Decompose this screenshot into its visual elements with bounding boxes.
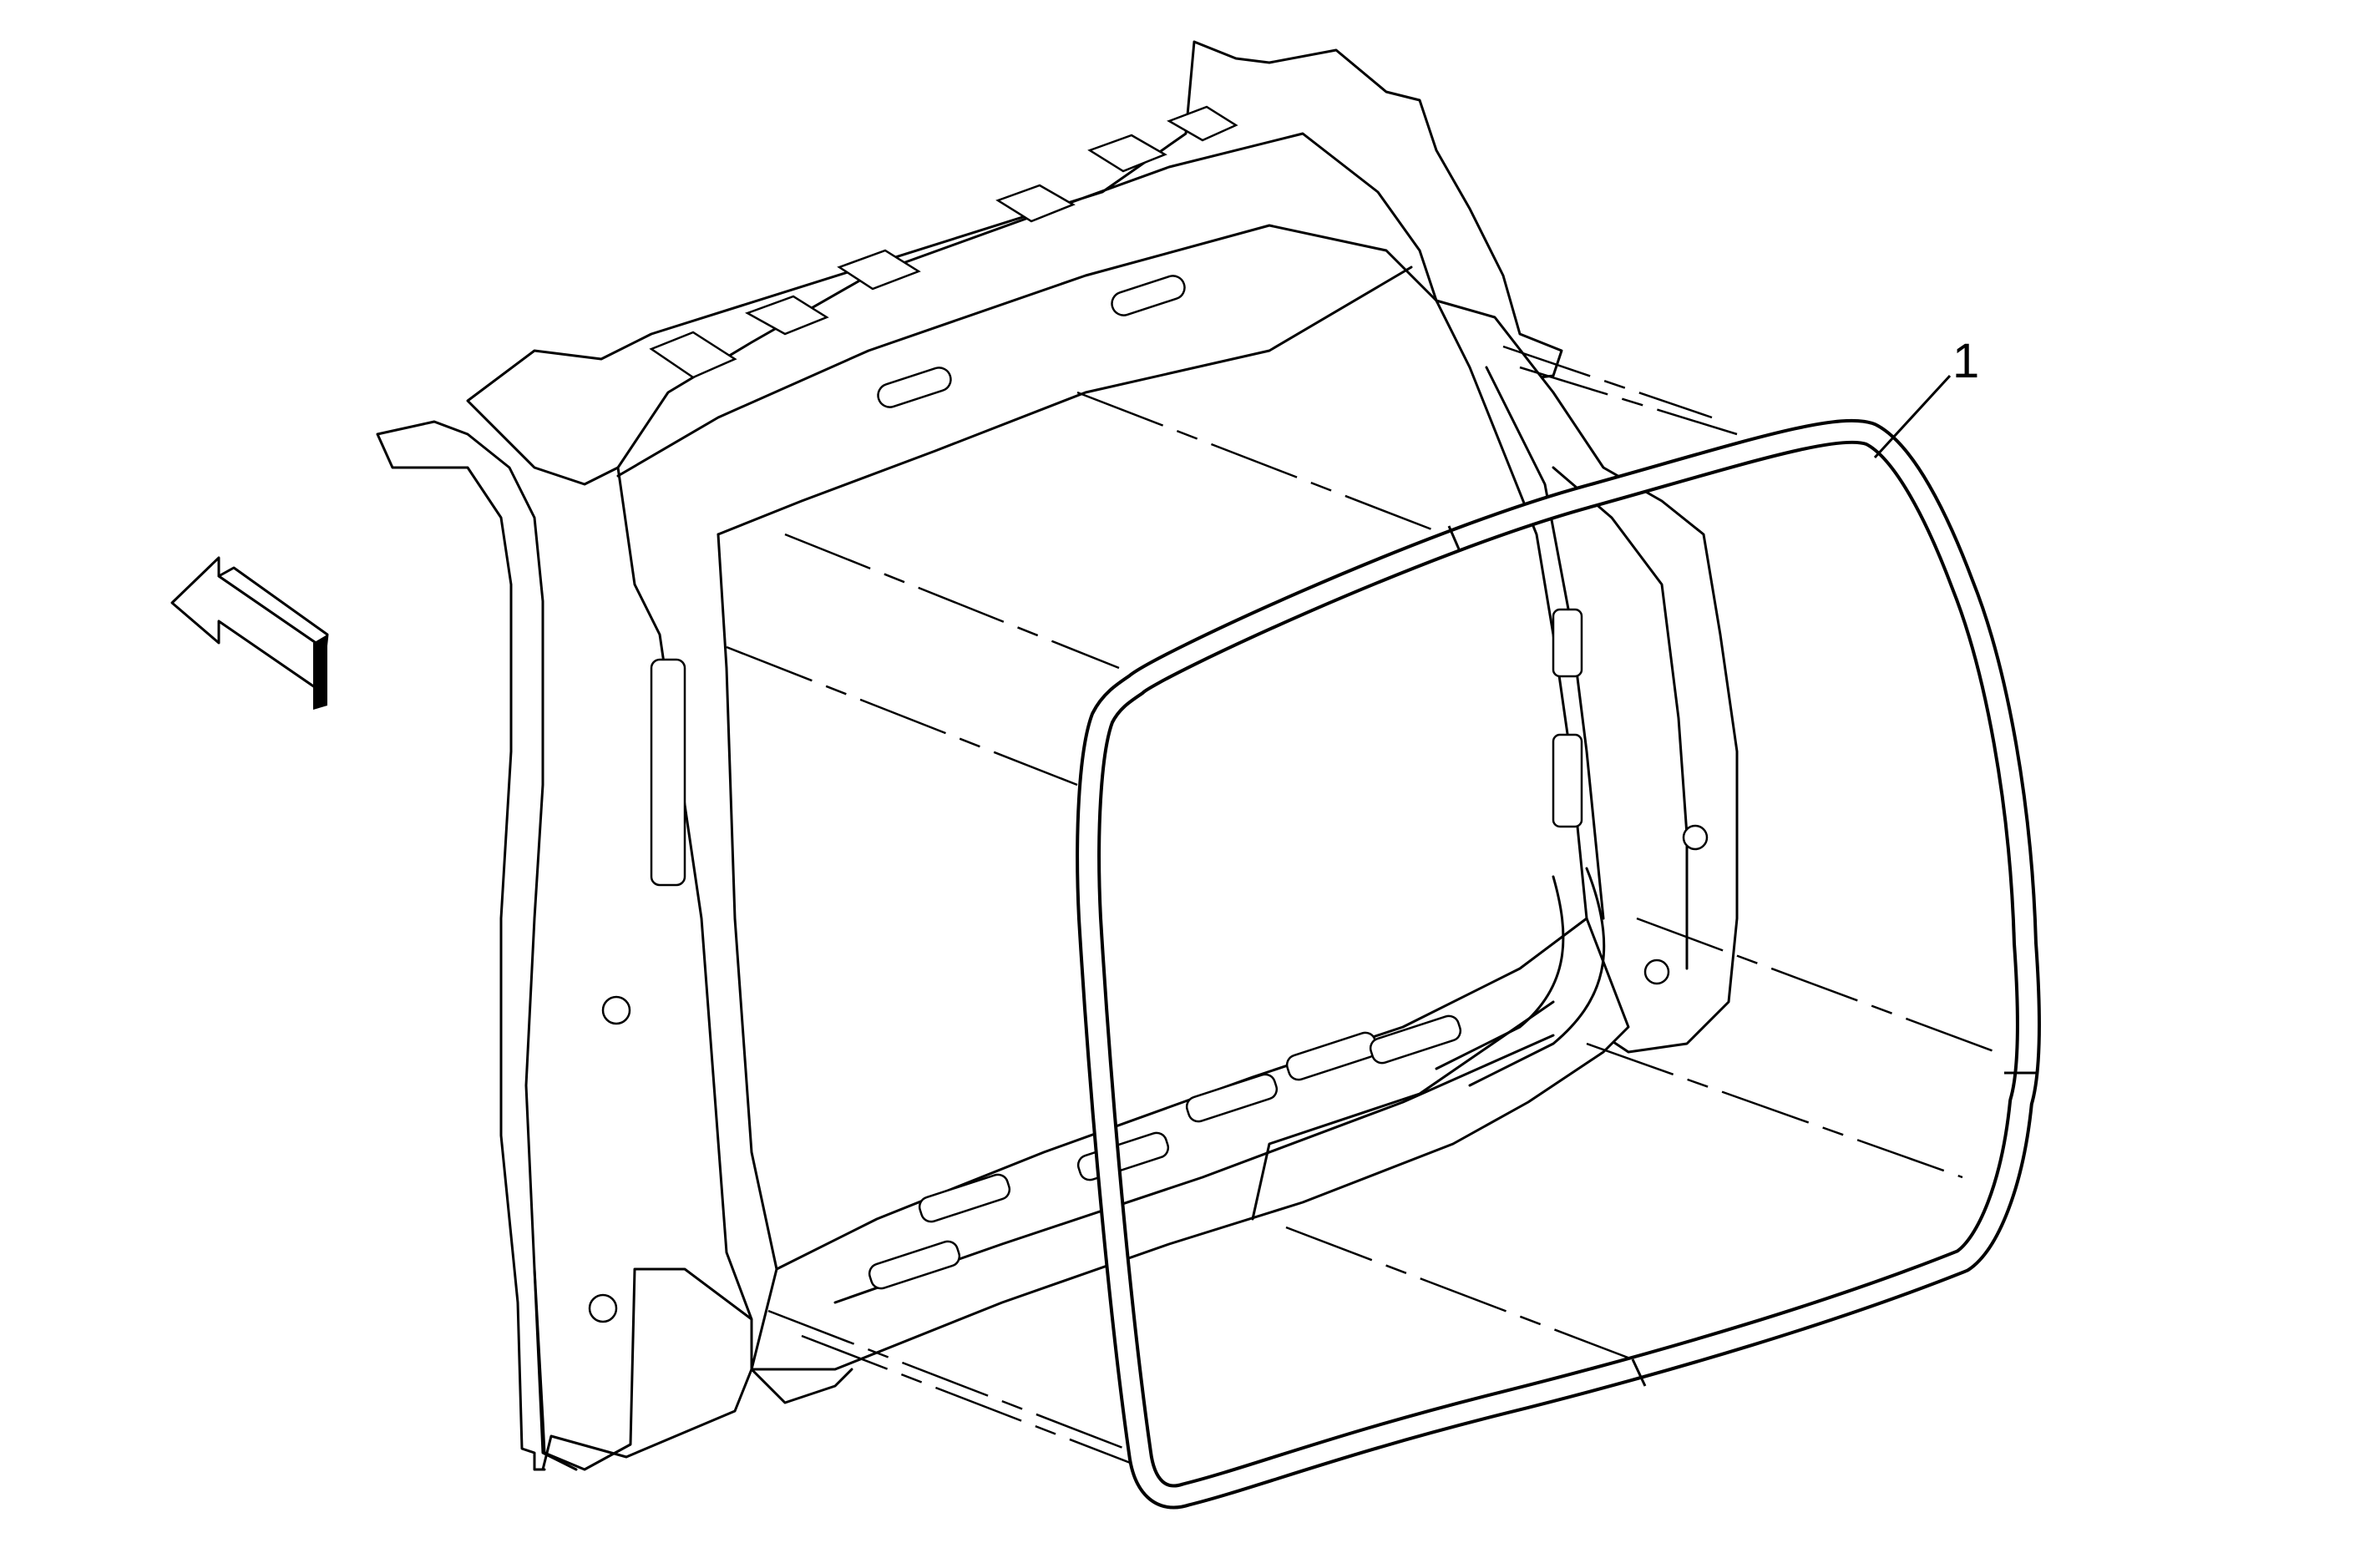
callout-1: 1 (1873, 334, 1979, 459)
vehicle-body-structure (376, 40, 1739, 1471)
right-pillar (1435, 299, 1739, 1054)
roof-rail (466, 40, 1563, 486)
left-pillar-outer (376, 420, 753, 1471)
callout-leader-line (1873, 374, 1952, 459)
alignment-dashed-lines (726, 345, 1997, 1480)
callout-number: 1 (1952, 334, 1979, 388)
door-opening-weatherstrip (1076, 418, 2041, 1510)
body-details (588, 105, 1709, 1323)
forward-arrow-icon (170, 556, 329, 710)
floor-pan (750, 917, 1630, 1371)
